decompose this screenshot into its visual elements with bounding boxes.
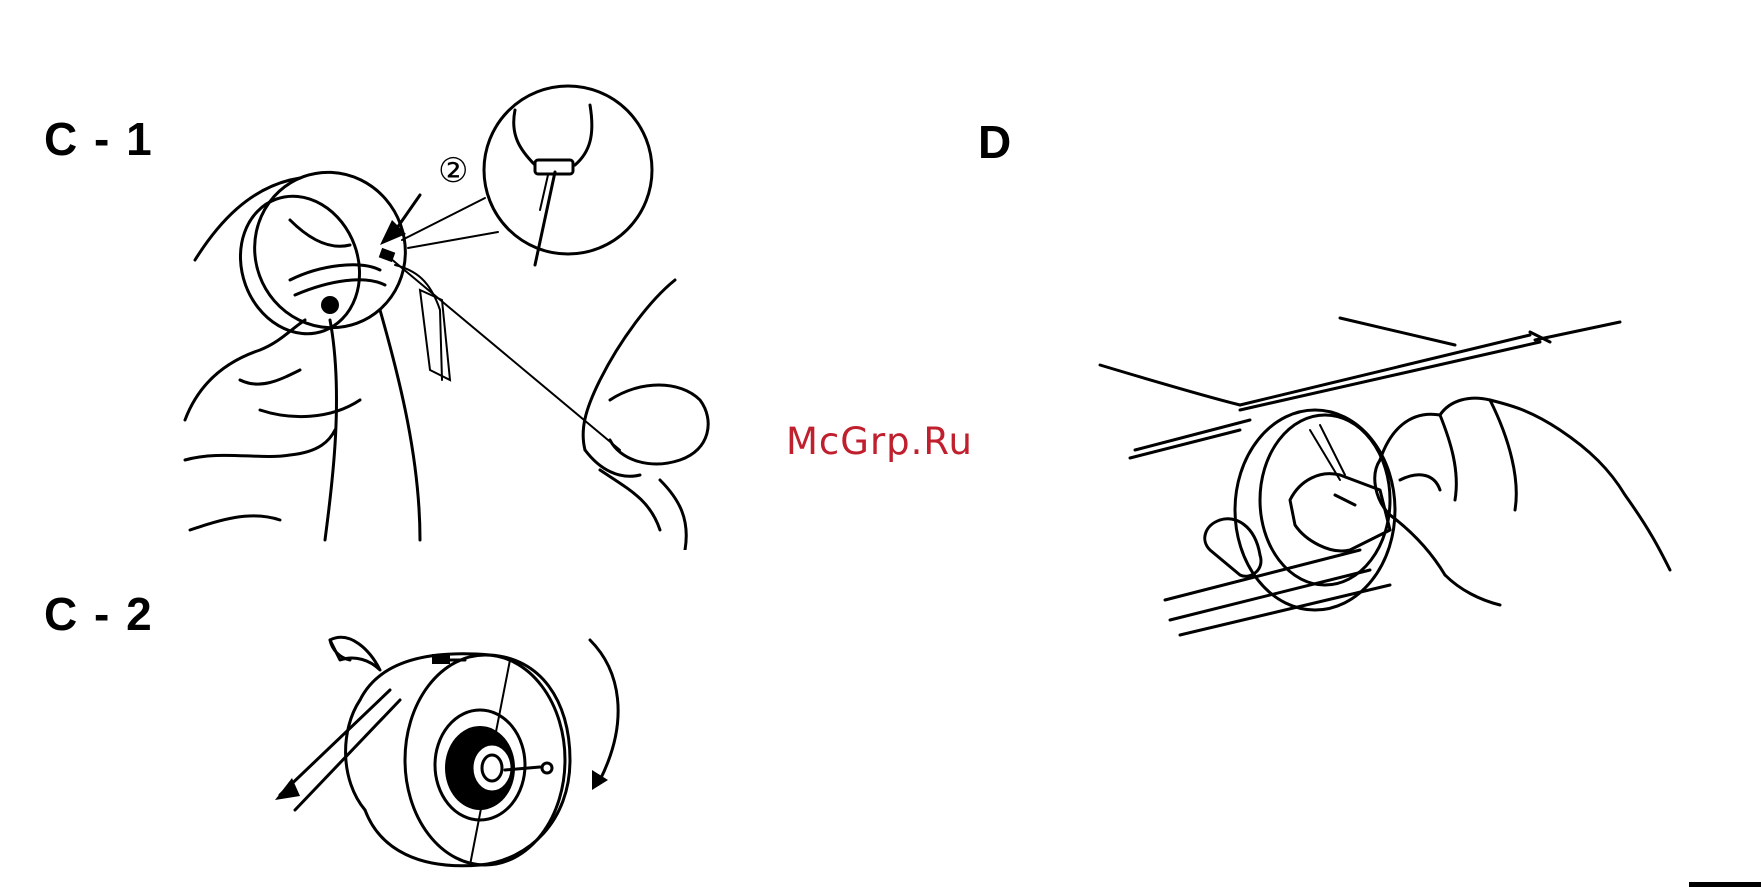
figure-label-c1: C - 1 bbox=[44, 112, 154, 166]
figure-label-c2: C - 2 bbox=[44, 587, 154, 641]
figure-label-d: D bbox=[978, 115, 1013, 169]
figure-c2-illustration bbox=[270, 610, 630, 880]
figure-d-illustration bbox=[1090, 300, 1740, 650]
page-rule bbox=[1689, 882, 1761, 887]
callout-number-2: ② bbox=[438, 151, 468, 191]
figure-c1-illustration: ② bbox=[180, 80, 760, 550]
watermark: McGrp.Ru bbox=[786, 420, 973, 463]
